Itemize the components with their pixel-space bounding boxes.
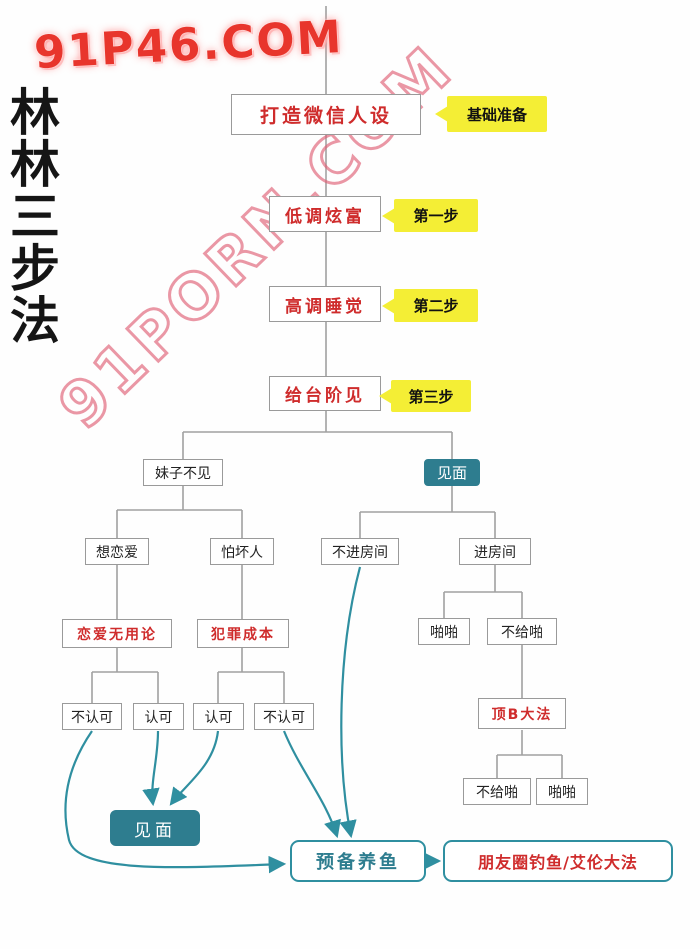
node-disagree-1: 不认可 xyxy=(62,703,122,730)
callout-step-1: 第一步 xyxy=(382,199,478,232)
callout-arrow-icon xyxy=(382,207,395,224)
node-agree-2: 认可 xyxy=(193,703,244,730)
node-no-enter-room: 不进房间 xyxy=(321,538,399,565)
node-crime-cost: 犯罪成本 xyxy=(197,619,289,648)
callout-label: 基础准备 xyxy=(466,105,527,124)
node-top-b-method: 顶B大法 xyxy=(478,698,566,729)
callout-basic-prep: 基础准备 xyxy=(435,96,547,132)
node-enter-room: 进房间 xyxy=(459,538,531,565)
node-no-papa-left: 不给啪 xyxy=(487,618,557,645)
step-box-lowkey-flaunt: 低调炫富 xyxy=(269,196,381,232)
node-moments-fishing: 朋友圈钓鱼/艾伦大法 xyxy=(443,840,673,882)
node-no-papa-2: 不给啪 xyxy=(463,778,531,805)
node-meet-final: 见面 xyxy=(110,810,200,846)
step-box-give-excuse: 给台阶见 xyxy=(269,376,381,411)
callout-arrow-icon xyxy=(435,106,448,122)
step-box-highkey-sleep: 高调睡觉 xyxy=(269,286,381,322)
callout-step-3: 第三步 xyxy=(379,380,471,412)
node-want-love: 想恋爱 xyxy=(85,538,149,565)
node-love-useless: 恋爱无用论 xyxy=(62,619,172,648)
callout-step-2: 第二步 xyxy=(382,289,478,322)
node-papa-left: 啪啪 xyxy=(418,618,470,645)
callout-arrow-icon xyxy=(379,388,392,404)
callout-arrow-icon xyxy=(382,297,395,314)
watermark-top: 91P46.COM xyxy=(32,9,345,80)
callout-label: 第二步 xyxy=(413,297,459,315)
callout-label: 第一步 xyxy=(413,207,459,225)
node-meet: 见面 xyxy=(424,459,480,486)
node-no-meet: 妹子不见 xyxy=(143,459,223,486)
side-title: 林林三步法 xyxy=(2,86,60,346)
node-papa-2: 啪啪 xyxy=(536,778,588,805)
node-fear-bad: 怕坏人 xyxy=(210,538,274,565)
node-prepare-fish: 预备养鱼 xyxy=(290,840,426,882)
node-disagree-2: 不认可 xyxy=(254,703,314,730)
step-box-persona: 打造微信人设 xyxy=(231,94,421,135)
node-agree-1: 认可 xyxy=(133,703,184,730)
callout-label: 第三步 xyxy=(408,387,454,406)
